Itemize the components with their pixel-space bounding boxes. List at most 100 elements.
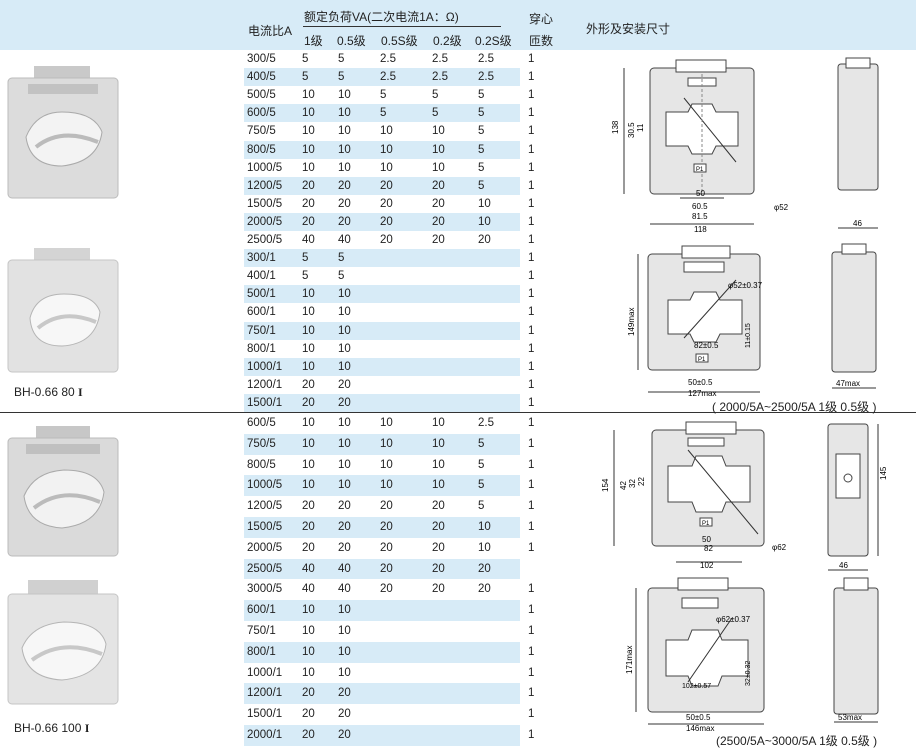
table-cell: 600/5 <box>247 417 276 429</box>
table-cell: 5 <box>478 500 485 513</box>
table-cell: 2.5 <box>432 53 448 65</box>
table-cell: 1 <box>528 500 535 513</box>
table-cell: 10 <box>302 604 315 617</box>
table-cell: 1 <box>528 604 535 617</box>
dim-100b-w3: 146max <box>686 724 714 733</box>
table-cell: 5 <box>478 89 485 102</box>
table-cell: 10 <box>432 479 445 492</box>
table-cell: 10 <box>302 342 315 355</box>
table-cell: 5 <box>478 437 485 450</box>
table-cell: 10 <box>302 437 315 450</box>
product-photo-100-a <box>7 426 119 557</box>
table-cell: 20 <box>432 583 445 596</box>
dim-80a-slot2: 11 <box>636 123 645 132</box>
dim-100b-hole: φ62±0.37 <box>716 615 751 624</box>
table-cell: 40 <box>338 583 351 596</box>
product-photo-80-b <box>7 248 119 373</box>
table-cell: 10 <box>432 143 445 156</box>
table-cell: 5 <box>380 107 387 120</box>
table-cell: 1000/5 <box>247 161 283 174</box>
table-cell: 20 <box>380 215 393 228</box>
dim-80a-slot1: 30.5 <box>627 122 636 138</box>
table-cell: 10 <box>380 458 393 471</box>
table-cell: 10 <box>478 541 491 554</box>
dimension-drawing-80-a: P1 138 30.5 11 50 60.5 81.5 118 φ52 46 <box>611 57 879 234</box>
table-cell: 800/5 <box>247 458 276 471</box>
table-cell: 10 <box>302 324 315 337</box>
table-cell: 800/1 <box>247 342 276 355</box>
table-cell: 20 <box>338 541 351 554</box>
dim-80b-depth: 47max <box>836 379 860 388</box>
table-cell: 1 <box>528 708 535 721</box>
table-cell: 300/5 <box>247 53 276 65</box>
dim-100a-slot2: 32 <box>628 479 637 488</box>
table-cell: 20 <box>380 541 393 554</box>
table-cell: 600/1 <box>247 306 276 319</box>
header-ratio: 电流比A <box>248 24 293 38</box>
table-cell: 20 <box>432 179 445 192</box>
table-cell: 10 <box>432 125 445 138</box>
table-cell: 1200/1 <box>247 378 283 391</box>
table-cell: 20 <box>302 729 315 741</box>
table-cell: 750/1 <box>247 625 276 637</box>
model-label-80: BH-0.66 80 I <box>14 385 83 400</box>
table-cell: 10 <box>432 437 445 450</box>
table-cell: 1 <box>528 583 535 596</box>
table-cell: 20 <box>380 562 393 575</box>
table-cell: 1 <box>528 53 535 65</box>
model-label-100-roman: I <box>84 721 90 735</box>
table-cell: 40 <box>302 234 315 246</box>
table-cell: 1 <box>528 645 535 658</box>
dim-80a-w4: 118 <box>694 225 707 234</box>
table-cell: 1 <box>528 270 535 283</box>
dim-80a-w2: 60.5 <box>692 202 708 211</box>
table-cell: 10 <box>380 437 393 450</box>
dim-80a-depth: 46 <box>853 219 862 228</box>
table-cell: 1 <box>528 479 535 492</box>
table-cell: 10 <box>302 625 315 637</box>
table-cell: 1 <box>528 288 535 301</box>
note-80: ( 2000/5A~2500/5A 1级 0.5级 ) <box>712 400 877 414</box>
table-cell: 600/1 <box>247 604 276 617</box>
table-cell: 500/1 <box>247 288 276 301</box>
table-cell: 10 <box>302 479 315 492</box>
model-label-80-text: BH-0.66 80 <box>14 385 79 399</box>
dim-80a-height: 138 <box>611 120 620 134</box>
table-cell: 10 <box>302 89 315 102</box>
table-cell: 20 <box>432 562 445 575</box>
table-cell: 1 <box>528 324 535 337</box>
table-cell: 10 <box>338 161 351 174</box>
table-cell: 10 <box>338 107 351 120</box>
table-cell: 10 <box>302 645 315 658</box>
table-cell: 10 <box>302 458 315 471</box>
table-cell: 1 <box>528 71 535 84</box>
dim-100a-hole: φ62 <box>772 543 787 552</box>
table-cell: 5 <box>338 53 345 65</box>
table-cell: 20 <box>338 215 351 228</box>
table-cell: 1 <box>528 437 535 450</box>
dim-80a-hole: φ52 <box>774 203 789 212</box>
table-cell: 1200/5 <box>247 179 283 192</box>
table-cell: 1200/1 <box>247 687 283 700</box>
header-class-05: 0.5级 <box>337 34 366 48</box>
product-photo-80-a <box>7 66 119 199</box>
table-cell: 10 <box>338 604 351 617</box>
table-cell: 1 <box>528 179 535 192</box>
header-turns-bottom: 匝数 <box>529 34 554 48</box>
table-cell: 10 <box>432 417 445 429</box>
table-cell: 10 <box>302 417 315 429</box>
table-cell: 1 <box>528 396 535 409</box>
